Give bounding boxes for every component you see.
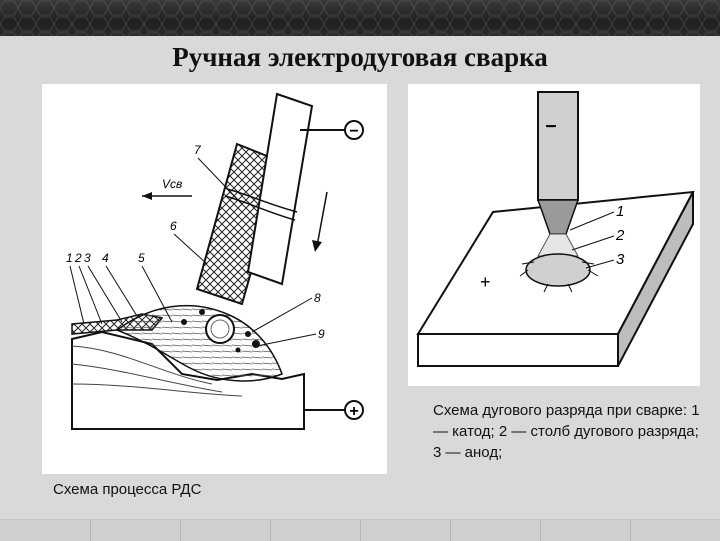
label-3: 3 [84,251,91,265]
velocity-label: Vсв [162,177,182,191]
label-9: 9 [318,327,325,341]
label-1: 1 [66,251,73,265]
electrode-rod [246,92,314,286]
welding-process-diagram: − + Vсв 1 2 3 4 5 6 7 8 9 [66,92,364,430]
label-3: 3 [616,251,625,268]
label-6: 6 [170,219,177,233]
label-2: 2 [74,251,82,265]
page-title: Ручная электродуговая сварка [172,42,548,72]
label-1: 1 [616,203,624,220]
label-5: 5 [138,251,145,265]
plus-sign: + [349,403,358,420]
caption-left: Схема процесса РДС [53,481,202,498]
electrode [537,91,579,201]
label-8: 8 [314,291,321,305]
minus-sign: − [349,123,358,140]
hex-pattern [0,0,720,36]
arc-discharge-figure: − + 1 2 3 [408,84,700,386]
metal-droplet [205,314,235,344]
label-4: 4 [102,251,109,265]
weld-pool [115,304,283,382]
label-2: 2 [615,227,625,244]
arc-discharge-diagram: − + 1 2 3 [416,91,695,367]
welding-process-figure: − + Vсв 1 2 3 4 5 6 7 8 9 [42,84,387,474]
anode-plus: + [480,272,491,292]
bottom-strip [0,519,720,541]
anode-spot [525,253,591,287]
cathode-minus: − [546,119,555,136]
caption-right: Схема дугового разряда при сварке: 1 — к… [433,402,700,461]
label-7: 7 [194,143,202,157]
top-banner [0,0,720,36]
